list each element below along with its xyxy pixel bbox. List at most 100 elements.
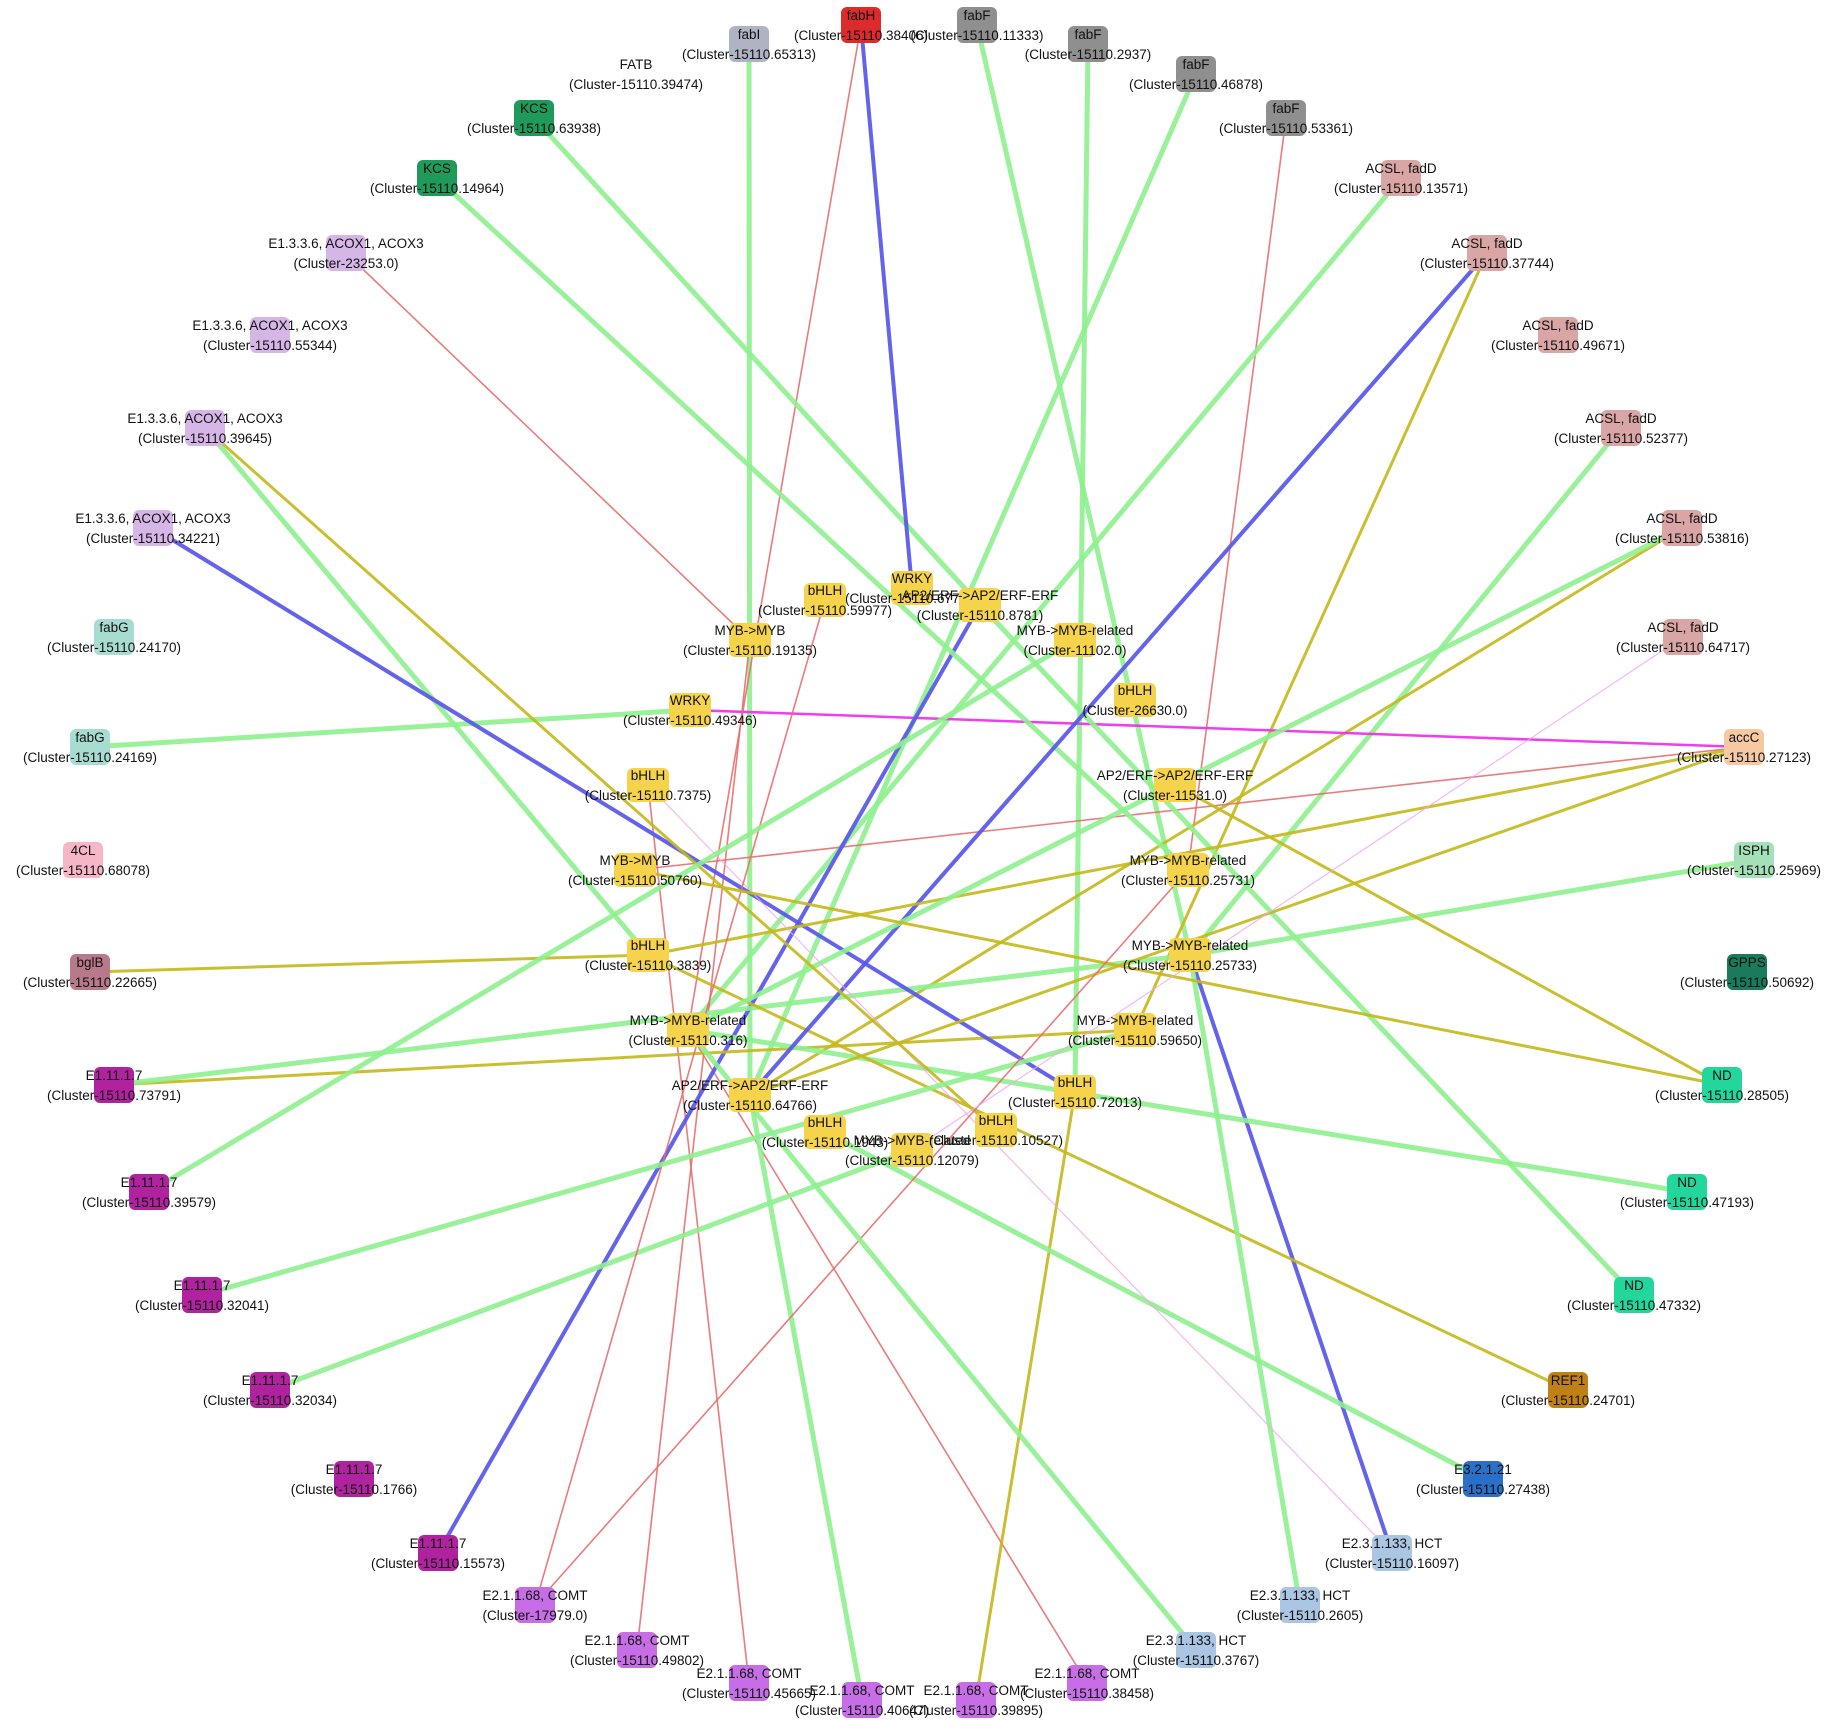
tf-node-label: MYB->MYB-related xyxy=(1130,853,1247,868)
tf-node-t02[interactable]: AP2/ERF->AP2/ERF-ERF(Cluster-15110.8781) xyxy=(902,588,1058,623)
tf-node-t04[interactable]: MYB->MYB(Cluster-15110.19135) xyxy=(683,623,817,658)
edge-t16-g01 xyxy=(746,43,753,1096)
tf-node-t10[interactable]: MYB->MYB(Cluster-15110.50760) xyxy=(568,853,702,888)
gene-node-g40[interactable]: E1.3.3.6, ACOX1, ACOX3(Cluster-15110.342… xyxy=(75,510,231,546)
gene-node-g20[interactable]: E3.2.1.21(Cluster-15110.27438) xyxy=(1416,1461,1550,1497)
gene-node-g18[interactable]: ND(Cluster-15110.47332) xyxy=(1567,1277,1701,1313)
tf-node-cluster: (Cluster-15110.64766) xyxy=(683,1098,817,1113)
tf-node-t07[interactable]: bHLH(Cluster-26630.0) xyxy=(1082,683,1188,718)
gene-node-g01[interactable]: fabI(Cluster-15110.65313) xyxy=(682,26,816,62)
gene-node-g33[interactable]: E1.11.1.7(Cluster-15110.32041) xyxy=(135,1277,269,1313)
gene-node-g42[interactable]: E1.3.3.6, ACOX1, ACOX3(Cluster-15110.553… xyxy=(192,317,348,353)
gene-node-label: FATB xyxy=(620,57,653,72)
gene-node-cluster: (Cluster-15110.47193) xyxy=(1620,1195,1754,1210)
edge-t11-g06 xyxy=(1187,117,1287,871)
gene-node-g28[interactable]: E2.1.1.68, COMT(Cluster-15110.49802) xyxy=(570,1632,704,1668)
gene-node-g19[interactable]: REF1 (Cluster-15110.24701) xyxy=(1501,1372,1635,1408)
gene-node-g17[interactable]: ND(Cluster-15110.47193) xyxy=(1620,1174,1754,1210)
tf-node-cluster: (Cluster-15110.10527) xyxy=(929,1133,1063,1148)
gene-node-g43[interactable]: E1.3.3.6, ACOX1, ACOX3(Cluster-23253.0) xyxy=(268,235,424,271)
tf-node-t12[interactable]: bHLH(Cluster-15110.3839) xyxy=(585,938,712,973)
tf-node-t01[interactable]: WRKY(Cluster-15110.67737) xyxy=(845,571,979,606)
gene-node-box xyxy=(250,1372,290,1408)
tf-node-box xyxy=(729,1078,771,1112)
gene-node-box xyxy=(617,1632,657,1668)
gene-node-g30[interactable]: E1.11.1.7(Cluster-15110.15573) xyxy=(371,1535,505,1571)
gene-node-g21[interactable]: E2.3.1.133, HCT(Cluster-15110.16097) xyxy=(1325,1535,1459,1571)
tf-node-label: bHLH xyxy=(808,583,843,598)
gene-node-g06[interactable]: fabF(Cluster-15110.53361) xyxy=(1219,100,1353,136)
gene-node-g32[interactable]: E1.11.1.7(Cluster-15110.32034) xyxy=(203,1372,337,1408)
gene-node-label: fabF xyxy=(1182,57,1209,72)
gene-node-g09[interactable]: ACSL, fadD(Cluster-15110.49671) xyxy=(1491,317,1625,353)
gene-node-g16[interactable]: ND(Cluster-15110.28505) xyxy=(1655,1067,1789,1103)
gene-node-g04[interactable]: fabF(Cluster-15110.2937) xyxy=(1025,26,1152,62)
tf-node-box xyxy=(804,1115,846,1149)
tf-node-label: bHLH xyxy=(1118,683,1153,698)
gene-node-g46[interactable]: FATB(Cluster-15110.39474) xyxy=(569,57,703,92)
gene-node-g12[interactable]: ACSL, fadD(Cluster-15110.64717) xyxy=(1616,619,1750,655)
gene-node-g41[interactable]: E1.3.3.6, ACOX1, ACOX3(Cluster-15110.396… xyxy=(127,410,283,446)
gene-node-cluster: (Cluster-15110.2605) xyxy=(1237,1608,1364,1623)
tf-node-t17[interactable]: bHLH(Cluster-15110.72013) xyxy=(1008,1075,1142,1110)
gene-node-g34[interactable]: E1.11.1.7(Cluster-15110.39579) xyxy=(82,1174,216,1210)
gene-node-g11[interactable]: ACSL, fadD(Cluster-15110.53816) xyxy=(1615,510,1749,546)
gene-node-label: fabF xyxy=(963,8,990,23)
gene-node-g13[interactable]: accC(Cluster-15110.27123) xyxy=(1677,729,1811,765)
gene-node-box xyxy=(1724,729,1764,765)
gene-node-g31[interactable]: E1.11.1.7(Cluster-15110.1766) xyxy=(291,1461,418,1497)
edge-t12-g41 xyxy=(203,426,650,957)
gene-node-g24[interactable]: E2.1.1.68, COMT(Cluster-15110.38458) xyxy=(1020,1665,1154,1701)
edge-t19-g12 xyxy=(911,636,1684,1151)
gene-node-g38[interactable]: fabG(Cluster-15110.24169) xyxy=(23,729,157,765)
gene-node-label: REF1 xyxy=(1551,1373,1586,1388)
gene-node-g29[interactable]: E2.1.1.68, COMT(Cluster-17979.0) xyxy=(482,1587,588,1623)
gene-node-g27[interactable]: E2.1.1.68, COMT(Cluster-15110.45665) xyxy=(682,1665,816,1701)
gene-node-cluster: (Cluster-15110.65313) xyxy=(682,47,816,62)
gene-node-g36[interactable]: bglB(Cluster-15110.22665) xyxy=(23,954,157,990)
gene-node-label: E2.3.1.133, HCT xyxy=(1146,1633,1247,1648)
tf-node-t20[interactable]: bHLH(Cluster-15110.10527) xyxy=(929,1113,1063,1148)
gene-node-g10[interactable]: ACSL, fadD(Cluster-15110.52377) xyxy=(1554,410,1688,446)
tf-node-t19[interactable]: MYB->MYB-related(Cluster-15110.12079) xyxy=(845,1133,979,1168)
tf-node-t06[interactable]: WRKY(Cluster-15110.49346) xyxy=(623,693,757,728)
edge-t12-g19 xyxy=(647,953,1569,1392)
tf-node-t14[interactable]: MYB->MYB-related(Cluster-15110.316) xyxy=(628,1013,748,1048)
tf-node-t03[interactable]: bHLH(Cluster-15110.59977) xyxy=(758,583,892,618)
gene-node-cluster: (Cluster-15110.64717) xyxy=(1616,640,1750,655)
tf-node-label: MYB->MYB xyxy=(715,623,786,638)
tf-node-t16[interactable]: AP2/ERF->AP2/ERF-ERF(Cluster-15110.64766… xyxy=(672,1078,828,1113)
gene-node-cluster: (Cluster-15110.55344) xyxy=(203,338,337,353)
gene-node-cluster: (Cluster-15110.39579) xyxy=(82,1195,216,1210)
gene-node-g44[interactable]: KCS(Cluster-15110.14964) xyxy=(370,160,504,196)
gene-node-g03[interactable]: fabF(Cluster-15110.11333) xyxy=(910,7,1044,43)
tf-node-t18[interactable]: bHLH(Cluster-15110.1943) xyxy=(762,1115,889,1150)
gene-node-g39[interactable]: fabG(Cluster-15110.24170) xyxy=(47,619,181,655)
edge-t13-g14 xyxy=(1189,857,1755,958)
gene-node-g26[interactable]: E2.1.1.68, COMT(Cluster-15110.40647) xyxy=(795,1682,929,1718)
gene-node-cluster: (Cluster-15110.24169) xyxy=(23,750,157,765)
gene-node-box xyxy=(1663,619,1703,655)
gene-node-g25[interactable]: E2.1.1.68, COMT(Cluster-15110.39895) xyxy=(909,1682,1043,1718)
gene-node-g37[interactable]: 4CL(Cluster-15110.68078) xyxy=(16,842,150,878)
gene-node-g07[interactable]: ACSL, fadD(Cluster-15110.13571) xyxy=(1334,160,1468,196)
tf-node-t08[interactable]: bHLH(Cluster-15110.7375) xyxy=(585,768,712,803)
gene-node-g14[interactable]: ISPH(Cluster-15110.25969) xyxy=(1687,842,1821,878)
tf-node-t05[interactable]: MYB->MYB-related(Cluster-11102.0) xyxy=(1017,623,1134,658)
gene-node-g08[interactable]: ACSL, fadD(Cluster-15110.37744) xyxy=(1420,235,1554,271)
edge-t18-g20 xyxy=(823,1129,1485,1482)
tf-node-t09[interactable]: AP2/ERF->AP2/ERF-ERF(Cluster-11531.0) xyxy=(1097,768,1253,803)
gene-node-g23[interactable]: E2.3.1.133, HCT(Cluster-15110.3767) xyxy=(1133,1632,1260,1668)
gene-node-g15[interactable]: GPPS(Cluster-15110.50692) xyxy=(1680,954,1814,990)
tf-node-t13[interactable]: MYB->MYB-related(Cluster-15110.25733) xyxy=(1123,938,1257,973)
gene-node-g45[interactable]: KCS(Cluster-15110.63938) xyxy=(467,100,601,136)
tf-node-box xyxy=(627,768,669,802)
gene-node-g35[interactable]: E1.11.1.7(Cluster-15110.73791) xyxy=(47,1067,181,1103)
gene-node-g05[interactable]: fabF(Cluster-15110.46878) xyxy=(1129,56,1263,92)
gene-node-g02[interactable]: fabH(Cluster-15110.38406) xyxy=(794,7,928,43)
gene-node-cluster: (Cluster-15110.24701) xyxy=(1501,1393,1635,1408)
tf-node-label: MYB->MYB-related xyxy=(1132,938,1249,953)
tf-node-t15[interactable]: MYB->MYB-related(Cluster-15110.59650) xyxy=(1068,1013,1202,1048)
tf-node-t11[interactable]: MYB->MYB-related(Cluster-15110.25731) xyxy=(1121,853,1255,888)
gene-node-g22[interactable]: E2.3.1.133, HCT(Cluster-15110.2605) xyxy=(1237,1587,1364,1623)
